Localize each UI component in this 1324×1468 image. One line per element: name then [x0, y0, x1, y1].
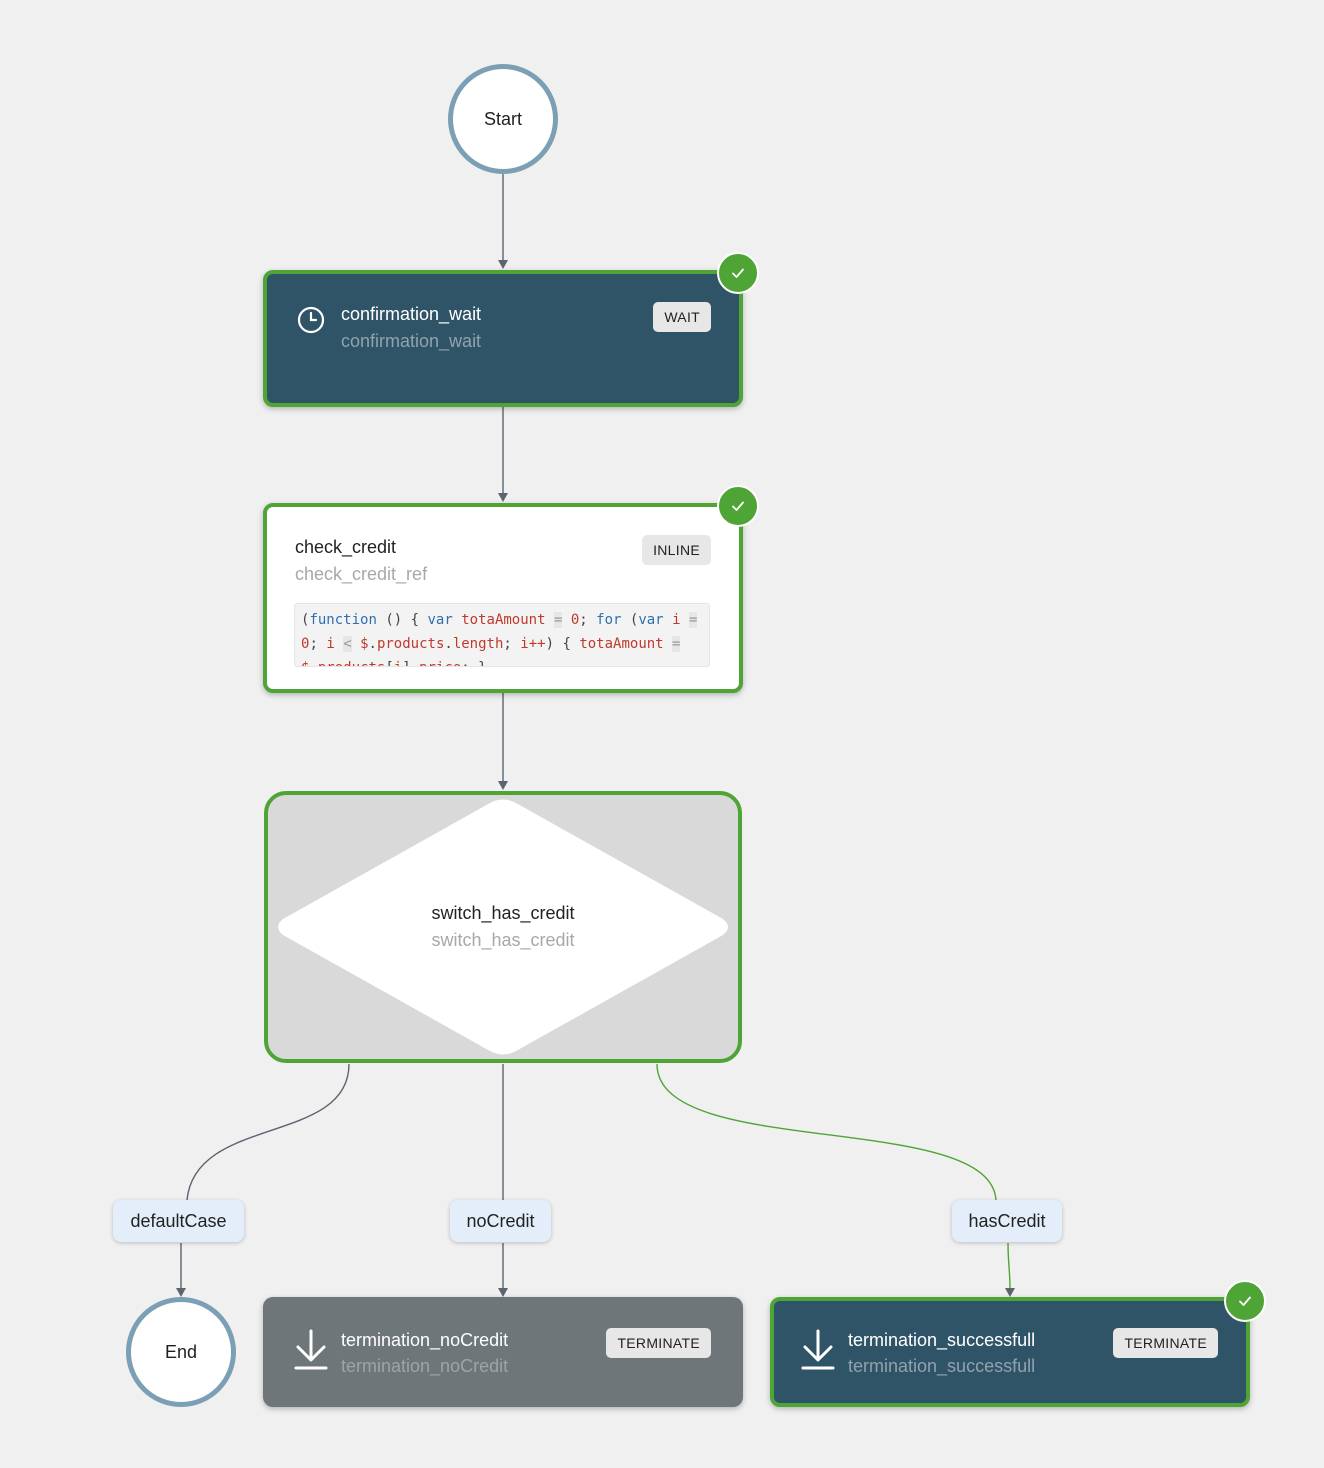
arrow-head [498, 781, 508, 790]
node-reference: confirmation_wait [341, 331, 482, 351]
task-type-badge: TERMINATE [606, 1328, 711, 1358]
termination-successfull-node[interactable]: termination_successfull termination_succ… [770, 1297, 1250, 1407]
clock-icon [297, 306, 325, 334]
arrow-head [498, 493, 508, 502]
edge-switch-to-default-case [186, 1063, 350, 1201]
arrow-head [176, 1288, 186, 1297]
status-check-icon [717, 485, 759, 527]
task-type-badge: TERMINATE [1113, 1328, 1218, 1358]
edge-label-has-credit[interactable]: hasCredit [952, 1200, 1062, 1242]
node-title: confirmation_wait [341, 304, 482, 324]
arrow-head [498, 260, 508, 269]
node-reference: termination_successfull [848, 1356, 1036, 1376]
node-reference: switch_has_credit [431, 930, 575, 950]
status-check-icon [717, 252, 759, 294]
start-node[interactable]: Start [448, 64, 558, 174]
task-type-badge: INLINE [642, 535, 711, 565]
switch-has-credit-node[interactable]: switch_has_credit switch_has_credit [264, 791, 742, 1063]
end-node[interactable]: End [126, 1297, 236, 1407]
arrow-head [1005, 1288, 1015, 1297]
end-label: End [164, 1341, 198, 1362]
arrow-head [498, 1288, 508, 1297]
start-label: Start [483, 108, 522, 129]
node-title: check_credit [295, 537, 397, 557]
decision-diamond [278, 799, 728, 1055]
node-title: termination_successfull [848, 1330, 1036, 1350]
node-title: switch_has_credit [431, 903, 575, 923]
edge-switch-to-has-credit [656, 1063, 997, 1201]
download-arrow-icon [801, 1329, 835, 1370]
download-arrow-icon [294, 1329, 328, 1370]
edge-has-credit-to-termination-successfull [1007, 1242, 1011, 1289]
confirmation-wait-node[interactable]: confirmation_wait confirmation_wait WAIT [263, 270, 743, 407]
node-title: termination_noCredit [341, 1330, 509, 1350]
termination-nocredit-node[interactable]: termination_noCredit termination_noCredi… [263, 1297, 743, 1407]
inline-code-preview[interactable]: (function () { var totaAmount = 0; for (… [294, 603, 710, 667]
node-reference: check_credit_ref [295, 564, 428, 584]
node-reference: termination_noCredit [341, 1356, 509, 1376]
status-check-icon [1224, 1280, 1266, 1322]
check-credit-node[interactable]: check_credit check_credit_ref INLINE (fu… [263, 503, 743, 693]
edge-label-default-case[interactable]: defaultCase [113, 1200, 244, 1242]
task-type-badge: WAIT [653, 302, 711, 332]
edge-label-no-credit[interactable]: noCredit [450, 1200, 551, 1242]
